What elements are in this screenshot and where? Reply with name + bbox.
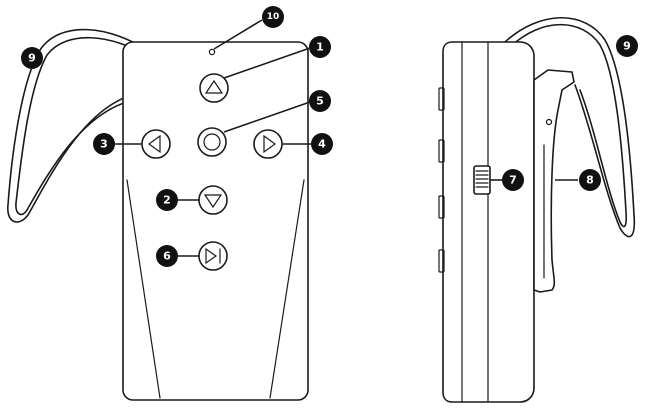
belt-clip [533,69,575,293]
callout-9-right: 9 [616,35,638,57]
callout-9-left: 9 [21,47,43,69]
triangle-down-icon [203,194,223,209]
svg-text:8: 8 [586,174,594,187]
callout-2: 2 [156,189,178,211]
svg-text:9: 9 [28,52,36,65]
callout-7: 7 [502,169,524,191]
triangle-up-icon [204,79,224,94]
side-view: 7 8 9 [438,16,638,403]
wrist-strap-side [504,16,636,238]
svg-text:10: 10 [267,12,280,22]
svg-text:4: 4 [318,138,326,151]
svg-text:7: 7 [509,174,517,187]
callout-10: 10 [262,6,284,28]
center-button[interactable] [197,127,227,157]
remote-body-front [122,41,309,401]
play-pause-icon [205,247,221,265]
svg-text:6: 6 [163,250,171,263]
svg-text:9: 9 [623,40,631,53]
callout-4: 4 [311,133,333,155]
callout-6: 6 [156,245,178,267]
svg-text:3: 3 [100,138,108,151]
leader-lines-front [115,19,312,257]
circle-icon [203,133,221,151]
volume-wheel[interactable] [473,165,491,195]
remote-body-side [442,41,535,403]
triangle-left-icon [147,134,161,154]
svg-text:2: 2 [163,194,171,207]
svg-text:1: 1 [316,41,324,54]
up-button[interactable] [199,73,229,103]
callout-1: 1 [309,36,331,58]
callout-5: 5 [309,90,331,112]
triangle-right-icon [263,134,277,154]
svg-text:5: 5 [316,95,324,108]
wrist-strap-front [7,28,151,223]
front-view: 1 5 3 4 2 6 10 9 [7,6,333,401]
side-buttons [438,87,445,273]
callout-3: 3 [93,133,115,155]
callout-8: 8 [579,169,601,191]
led-indicator [208,48,216,56]
